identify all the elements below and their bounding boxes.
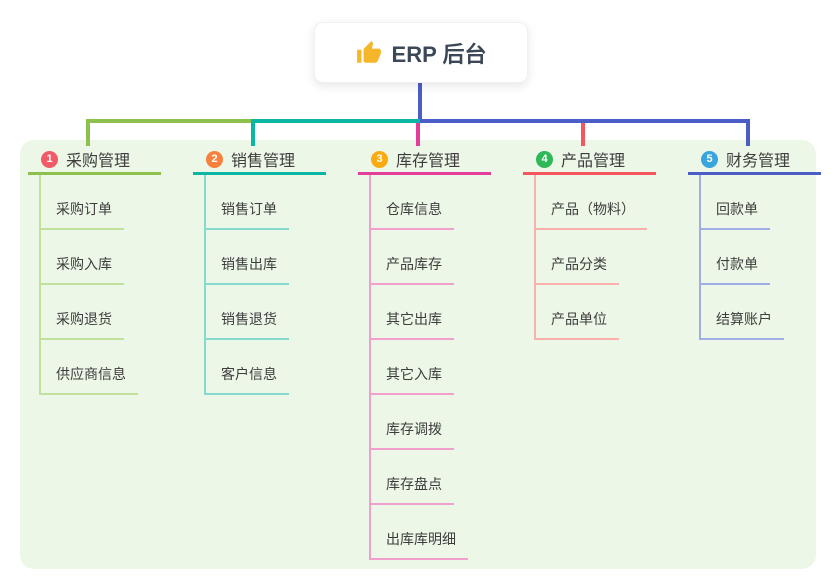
child-node[interactable]: 采购订单 [39, 199, 124, 230]
child-node[interactable]: 库存盘点 [369, 474, 454, 505]
root-node-title: ERP 后台 [391, 41, 487, 67]
child-row: 仓库信息 [358, 175, 484, 230]
children-vertical-line [204, 175, 206, 395]
child-row: 产品单位 [523, 285, 649, 340]
child-node[interactable]: 采购退货 [39, 309, 124, 340]
mindmap-branch-panel [20, 140, 816, 569]
child-row: 销售订单 [193, 175, 319, 230]
category-label: 财务管理 [726, 153, 791, 170]
child-row: 其它入库 [358, 340, 484, 395]
category-badge: 4 [536, 150, 553, 168]
category-badge: 5 [701, 150, 718, 168]
child-row: 库存调拨 [358, 395, 484, 450]
child-row: 回款单 [688, 175, 814, 230]
category-node-5[interactable]: 5 财务管理 [688, 146, 821, 175]
child-node[interactable]: 结算账户 [699, 309, 784, 340]
child-row: 采购退货 [28, 285, 154, 340]
child-row: 产品分类 [523, 230, 649, 285]
category-label: 销售管理 [231, 153, 296, 170]
category-children: 销售订单销售出库销售退货客户信息 [193, 175, 319, 395]
child-row: 销售出库 [193, 230, 319, 285]
child-row: 客户信息 [193, 340, 319, 395]
category-block-5: 5 财务管理回款单付款单结算账户 [688, 146, 821, 340]
child-node[interactable]: 产品（物料） [534, 199, 647, 230]
child-node[interactable]: 其它出库 [369, 309, 454, 340]
category-label: 产品管理 [561, 153, 626, 170]
child-row: 产品（物料） [523, 175, 649, 230]
child-node[interactable]: 采购入库 [39, 254, 124, 285]
child-node[interactable]: 仓库信息 [369, 199, 454, 230]
child-row: 库存盘点 [358, 450, 484, 505]
children-vertical-line [39, 175, 41, 395]
child-node[interactable]: 销售出库 [204, 254, 289, 285]
child-node[interactable]: 库存调拨 [369, 419, 454, 450]
category-block-3: 3 库存管理仓库信息产品库存其它出库其它入库库存调拨库存盘点出库库明细 [358, 146, 491, 560]
child-node[interactable]: 付款单 [699, 254, 770, 285]
category-node-4[interactable]: 4 产品管理 [523, 146, 656, 175]
child-row: 销售退货 [193, 285, 319, 340]
category-label: 采购管理 [66, 153, 131, 170]
child-node[interactable]: 产品库存 [369, 254, 454, 285]
child-node[interactable]: 产品单位 [534, 309, 619, 340]
child-row: 产品库存 [358, 230, 484, 285]
child-row: 供应商信息 [28, 340, 154, 395]
child-node[interactable]: 供应商信息 [39, 364, 138, 395]
category-children: 产品（物料） 产品分类产品单位 [523, 175, 649, 340]
category-badge: 2 [206, 150, 223, 168]
category-label: 库存管理 [396, 153, 461, 170]
child-node[interactable]: 销售退货 [204, 309, 289, 340]
child-node[interactable]: 出库库明细 [369, 529, 468, 560]
category-block-4: 4 产品管理产品（物料） 产品分类产品单位 [523, 146, 656, 340]
child-row: 付款单 [688, 230, 814, 285]
child-node[interactable]: 回款单 [699, 199, 770, 230]
thumbs-up-icon [356, 40, 381, 63]
category-children: 采购订单采购入库采购退货供应商信息 [28, 175, 154, 395]
child-node[interactable]: 产品分类 [534, 254, 619, 285]
child-row: 采购订单 [28, 175, 154, 230]
category-block-2: 2 销售管理销售订单销售出库销售退货客户信息 [193, 146, 326, 395]
root-node-erp[interactable]: ERP 后台 [314, 22, 528, 83]
child-row: 出库库明细 [358, 505, 484, 560]
category-badge: 3 [371, 150, 388, 168]
children-vertical-line [534, 175, 536, 340]
child-node[interactable]: 销售订单 [204, 199, 289, 230]
category-children: 回款单付款单结算账户 [688, 175, 814, 340]
children-vertical-line [699, 175, 701, 340]
category-node-2[interactable]: 2 销售管理 [193, 146, 326, 175]
child-row: 采购入库 [28, 230, 154, 285]
children-vertical-line [369, 175, 371, 560]
category-node-1[interactable]: 1 采购管理 [28, 146, 161, 175]
category-badge: 1 [41, 150, 58, 168]
child-node[interactable]: 客户信息 [204, 364, 289, 395]
child-row: 其它出库 [358, 285, 484, 340]
category-block-1: 1 采购管理采购订单采购入库采购退货供应商信息 [28, 146, 161, 395]
child-row: 结算账户 [688, 285, 814, 340]
category-children: 仓库信息产品库存其它出库其它入库库存调拨库存盘点出库库明细 [358, 175, 484, 560]
category-node-3[interactable]: 3 库存管理 [358, 146, 491, 175]
child-node[interactable]: 其它入库 [369, 364, 454, 395]
